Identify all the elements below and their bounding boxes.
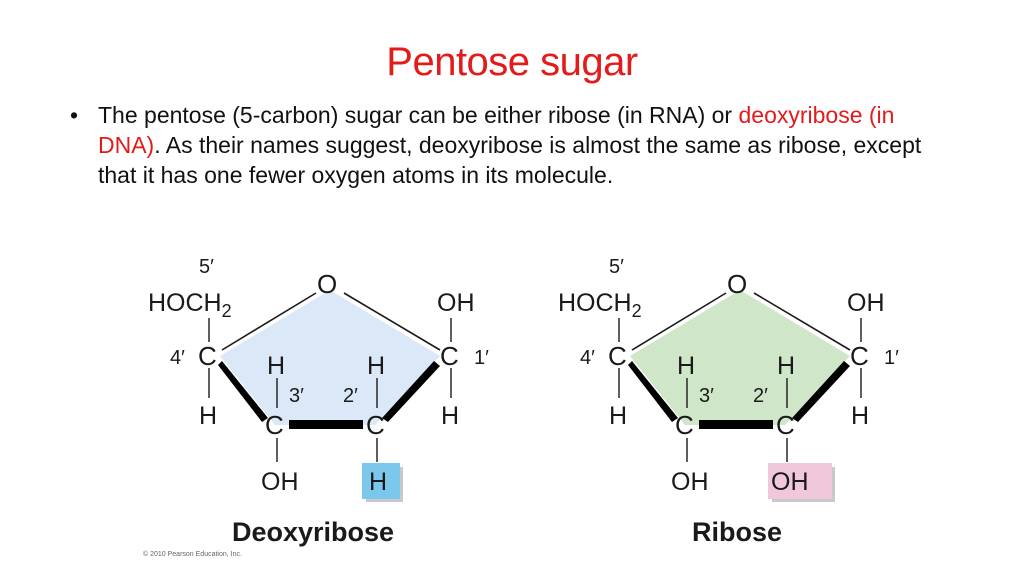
copyright-credit: © 2010 Pearson Education, Inc. bbox=[143, 551, 242, 558]
bond-c3-c2-bold bbox=[289, 420, 363, 429]
c1-group: OH bbox=[437, 289, 475, 317]
ribose-ring bbox=[630, 290, 850, 425]
c5-label: 5′ bbox=[609, 256, 624, 278]
deoxyribose-name: Deoxyribose bbox=[232, 517, 394, 547]
c1-hydrogen: H bbox=[851, 402, 869, 430]
bond-c4-c3-wedge bbox=[628, 361, 678, 422]
bullet-text-part1: The pentose (5-carbon) sugar can be eith… bbox=[98, 102, 739, 128]
c4-atom: C bbox=[608, 341, 627, 371]
deoxyribose-structure: 5′ HOCH2 O OH 4′ C H H 3′ C OH H 2′ C H … bbox=[148, 256, 489, 547]
ribose-highlight-box bbox=[768, 463, 832, 499]
c4-hydrogen: H bbox=[199, 402, 217, 430]
bullet-marker: • bbox=[70, 102, 79, 128]
bullet-text-highlight: deoxyribose (in DNA) bbox=[98, 102, 895, 158]
c3-hydroxyl: OH bbox=[261, 468, 299, 496]
bullet-text-part2: . As their names suggest, deoxyribose is… bbox=[98, 132, 922, 188]
bond-c4-o bbox=[221, 292, 317, 351]
c1-atom: C bbox=[440, 341, 459, 371]
c2-substituent: H bbox=[369, 468, 387, 496]
bullet-point: • The pentose (5-carbon) sugar can be ei… bbox=[70, 100, 950, 190]
c2-hydroxyl: OH bbox=[771, 468, 809, 496]
bond-o-c1 bbox=[753, 292, 851, 351]
c2-position: 2′ bbox=[343, 385, 358, 407]
deoxyribose-highlight-shadow bbox=[400, 467, 403, 502]
bond-c2-c1-wedge bbox=[792, 361, 850, 422]
deoxyribose-highlight-box bbox=[362, 463, 400, 499]
c2-hydrogen-top: H bbox=[777, 352, 795, 380]
bullet-text: The pentose (5-carbon) sugar can be eith… bbox=[98, 100, 950, 190]
c1-atom: C bbox=[850, 341, 869, 371]
bond-c4-c3-wedge bbox=[218, 361, 268, 422]
bond-c4-o bbox=[631, 292, 727, 351]
c4-position: 4′ bbox=[170, 347, 185, 369]
c1-position: 1′ bbox=[474, 347, 489, 369]
c4-position: 4′ bbox=[580, 347, 595, 369]
ribose-name: Ribose bbox=[692, 517, 782, 547]
ring-oxygen: O bbox=[317, 269, 337, 299]
c4-hydrogen: H bbox=[609, 402, 627, 430]
c3-position: 3′ bbox=[289, 385, 304, 407]
c1-hydrogen: H bbox=[441, 402, 459, 430]
c3-atom: C bbox=[265, 410, 284, 440]
slide-title: Pentose sugar bbox=[386, 40, 638, 84]
deoxyribose-highlight-shadow-bottom bbox=[366, 499, 403, 502]
bond-o-c1 bbox=[343, 292, 441, 351]
c3-hydroxyl: OH bbox=[671, 468, 709, 496]
c2-hydrogen-top: H bbox=[367, 352, 385, 380]
ribose-highlight-shadow-bottom bbox=[772, 499, 835, 502]
c2-atom: C bbox=[776, 410, 795, 440]
bond-c2-c1-wedge bbox=[382, 361, 440, 422]
c2-atom: C bbox=[366, 410, 385, 440]
ribose-highlight-shadow bbox=[832, 467, 835, 502]
c1-position: 1′ bbox=[884, 347, 899, 369]
bond-c3-c2-bold bbox=[699, 420, 773, 429]
c3-hydrogen-top: H bbox=[677, 352, 695, 380]
c3-position: 3′ bbox=[699, 385, 714, 407]
c1-group: OH bbox=[847, 289, 885, 317]
deoxyribose-ring bbox=[220, 290, 440, 425]
c5-group: HOCH2 bbox=[558, 289, 642, 321]
c4-atom: C bbox=[198, 341, 217, 371]
c5-group: HOCH2 bbox=[148, 289, 232, 321]
c2-position: 2′ bbox=[753, 385, 768, 407]
c5-label: 5′ bbox=[199, 256, 214, 278]
ring-oxygen: O bbox=[727, 269, 747, 299]
ribose-structure: 5′ HOCH2 O OH 4′ C H H 3′ C OH H 2′ C OH… bbox=[558, 256, 899, 547]
c3-atom: C bbox=[675, 410, 694, 440]
c3-hydrogen-top: H bbox=[267, 352, 285, 380]
